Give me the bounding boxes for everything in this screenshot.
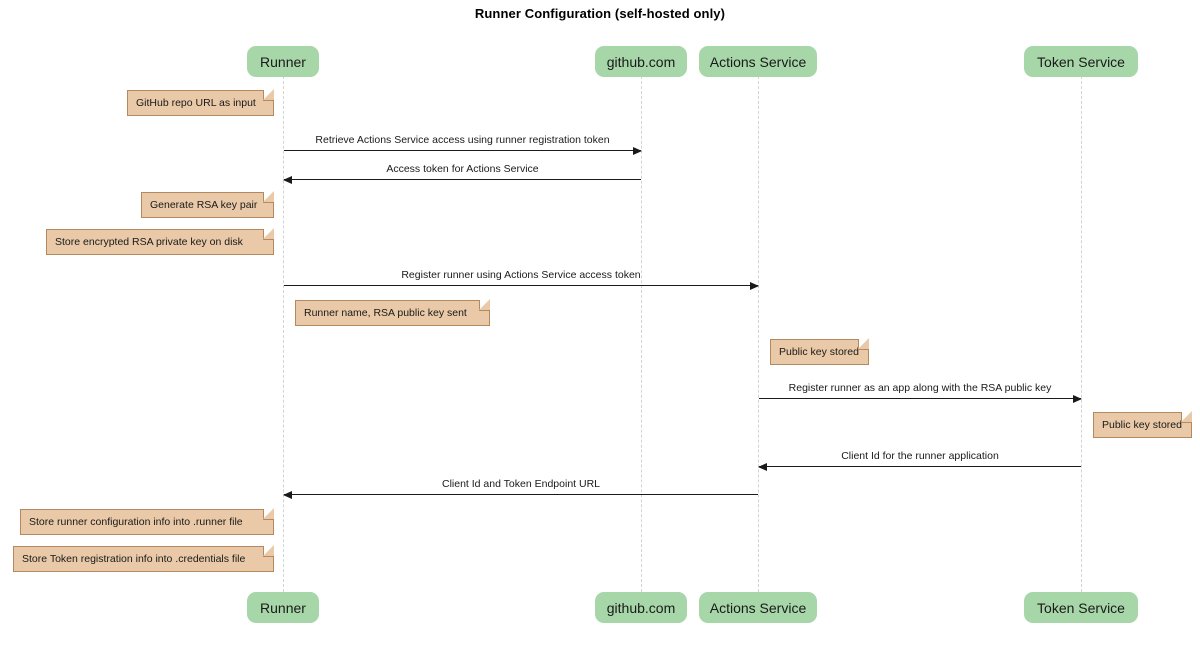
message-label-access-token: Access token for Actions Service: [386, 163, 539, 175]
note-generate-rsa-key-pair: Generate RSA key pair: [141, 191, 274, 218]
note-runner-name-public-key: Runner name, RSA public key sent: [295, 299, 490, 326]
note-fold-icon: [263, 508, 274, 520]
note-text: Store encrypted RSA private key on disk: [55, 236, 243, 248]
note-text: Generate RSA key pair: [150, 199, 258, 211]
note-fold-icon: [858, 338, 869, 350]
note-fold-icon: [263, 89, 274, 101]
arrowhead-icon: [283, 176, 292, 184]
participant-github-bottom[interactable]: github.com: [595, 592, 687, 623]
participant-runner-top[interactable]: Runner: [247, 46, 319, 77]
note-store-runner-config: Store runner configuration info into .ru…: [20, 508, 274, 535]
message-label-client-id-token-endpoint: Client Id and Token Endpoint URL: [442, 478, 600, 490]
arrowhead-icon: [1073, 395, 1082, 403]
note-fold-icon: [263, 191, 274, 203]
message-label-client-id-runner-app: Client Id for the runner application: [841, 450, 999, 462]
message-access-token: [283, 176, 641, 184]
note-public-key-stored-token: Public key stored: [1093, 411, 1192, 438]
note-text: Store runner configuration info into .ru…: [29, 516, 243, 528]
note-github-repo-url: GitHub repo URL as input: [127, 89, 274, 116]
note-text: Runner name, RSA public key sent: [304, 307, 467, 319]
page-title: Runner Configuration (self-hosted only): [474, 6, 726, 21]
participant-actions-bottom[interactable]: Actions Service: [699, 592, 817, 623]
note-text: Public key stored: [779, 346, 859, 358]
arrowhead-icon: [283, 491, 292, 499]
arrowhead-icon: [750, 282, 759, 290]
message-client-id-runner-app: [758, 463, 1081, 471]
note-text: Public key stored: [1102, 419, 1182, 431]
arrowhead-icon: [758, 463, 767, 471]
participant-token-bottom[interactable]: Token Service: [1024, 592, 1138, 623]
note-fold-icon: [263, 228, 274, 240]
participant-actions-top[interactable]: Actions Service: [699, 46, 817, 77]
arrowhead-icon: [633, 147, 642, 155]
message-label-retrieve-actions-access: Retrieve Actions Service access using ru…: [315, 134, 610, 146]
participant-github-top[interactable]: github.com: [595, 46, 687, 77]
message-label-register-runner: Register runner using Actions Service ac…: [401, 269, 641, 281]
note-text: Store Token registration info into .cred…: [22, 553, 246, 565]
participant-token-top[interactable]: Token Service: [1024, 46, 1138, 77]
lifeline-actions: [758, 76, 759, 592]
message-retrieve-actions-access: [284, 147, 642, 155]
note-text: GitHub repo URL as input: [136, 97, 256, 109]
lifeline-github: [641, 76, 642, 592]
participant-runner-bottom[interactable]: Runner: [247, 592, 319, 623]
note-fold-icon: [479, 299, 490, 311]
note-fold-icon: [1181, 411, 1192, 423]
note-store-token-registration: Store Token registration info into .cred…: [13, 545, 274, 572]
message-label-register-runner-as-app: Register runner as an app along with the…: [788, 382, 1052, 394]
message-register-runner-as-app: [759, 395, 1082, 403]
lifeline-token: [1081, 76, 1082, 592]
message-client-id-token-endpoint: [283, 491, 758, 499]
note-fold-icon: [263, 545, 274, 557]
note-store-encrypted-private-key: Store encrypted RSA private key on disk: [46, 228, 274, 255]
message-register-runner: [284, 282, 759, 290]
lifeline-runner: [283, 76, 284, 592]
note-public-key-stored-actions: Public key stored: [770, 338, 869, 365]
